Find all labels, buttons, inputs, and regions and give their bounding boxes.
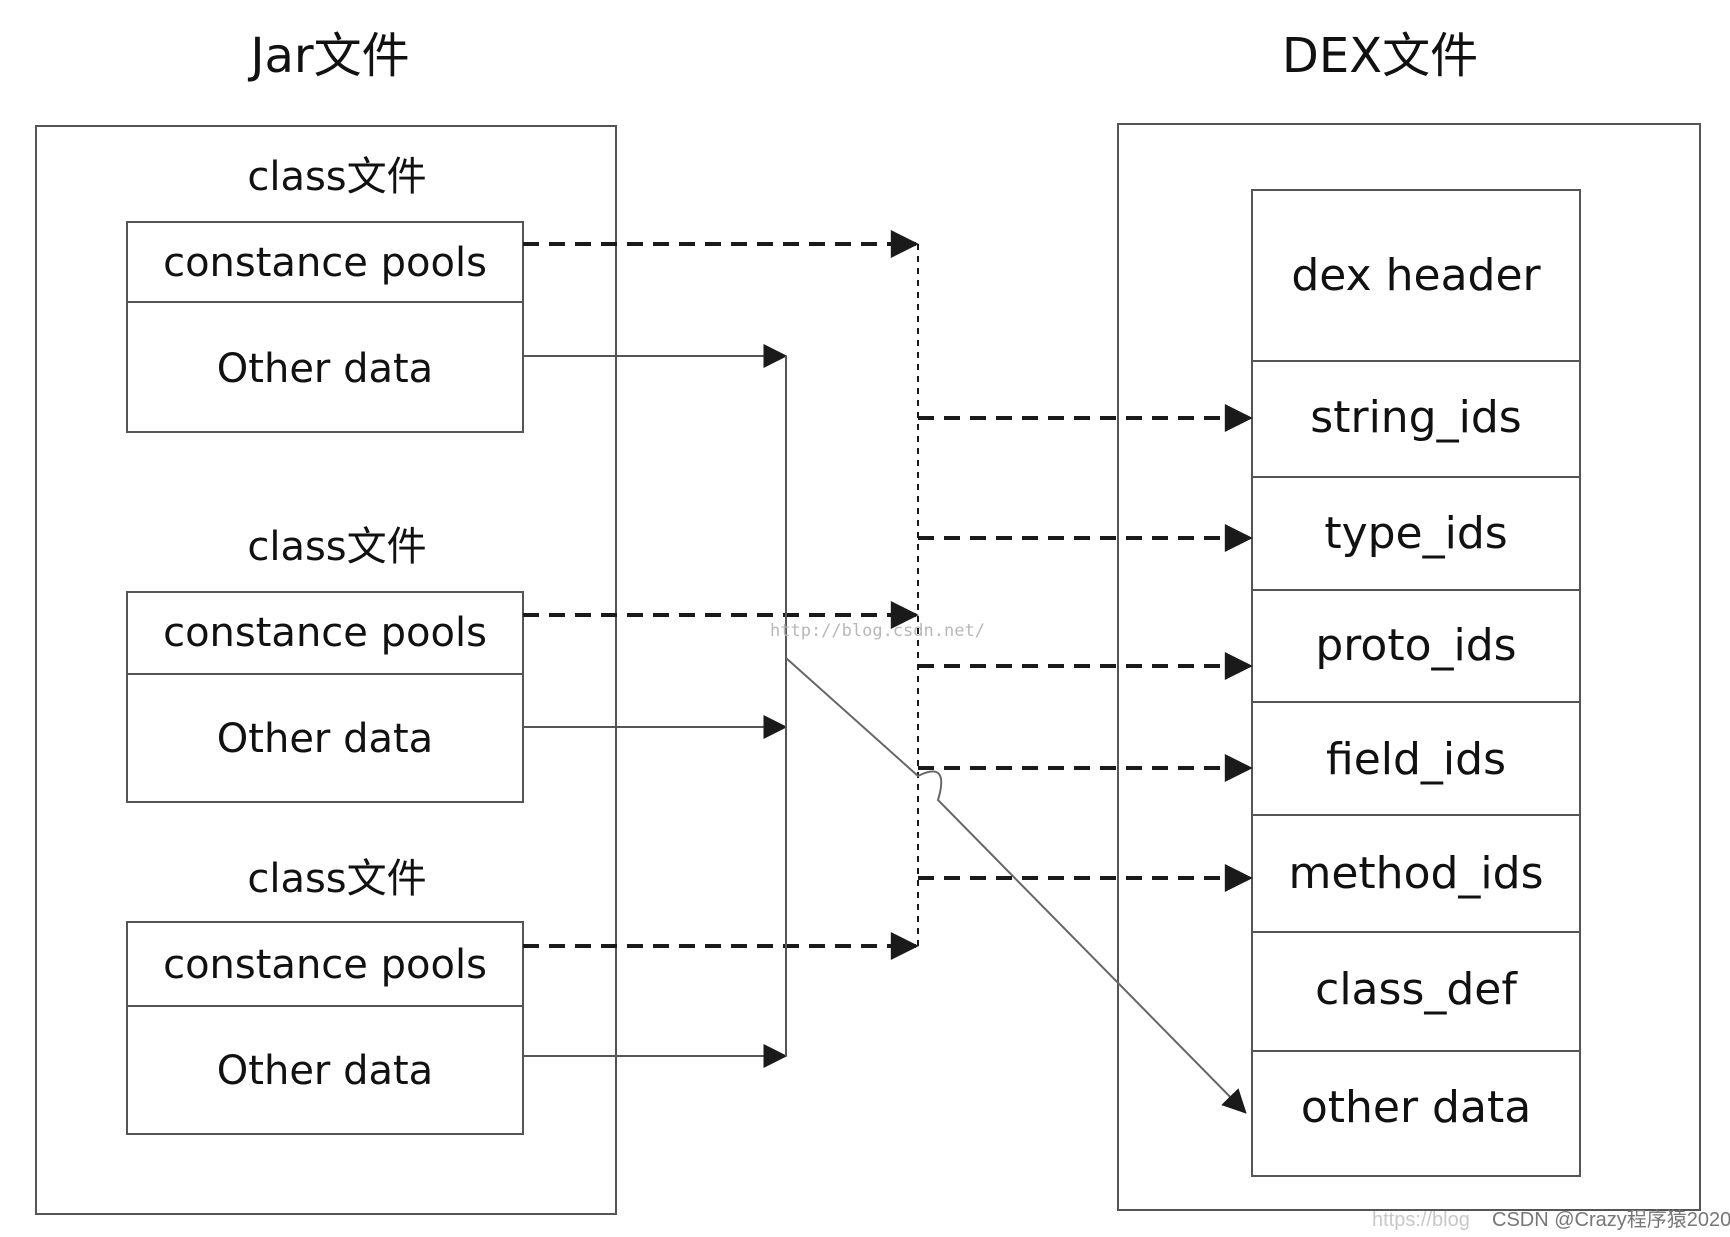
class-file-1-title: class文件 [247,154,426,200]
class-file-1-other-data: Other data [217,346,433,392]
class-file-1-box [126,221,524,433]
class-file-1: class文件 constance pools Other data [126,154,524,433]
dex-section-proto-ids: proto_ids [1315,620,1516,671]
class-file-2-constance-pools: constance pools [163,610,487,656]
dex-table-border [1251,189,1581,1177]
class-file-2-box [126,591,524,803]
footer-watermark-faint: https://blog [1372,1209,1470,1231]
footer-watermark: CSDN @Crazy程序猿2020 [1492,1208,1730,1231]
dex-section-method-ids: method_ids [1289,848,1544,899]
dex-section-field-ids: field_ids [1326,734,1506,785]
class-file-2: class文件 constance pools Other data [126,524,524,803]
dex-section-type-ids: type_ids [1324,508,1507,559]
class-file-2-title: class文件 [247,524,426,570]
dex-sections-table: dex header string_ids type_ids proto_ids… [1251,189,1581,1177]
dex-id-connectors [918,404,1253,892]
dex-section-class-def: class_def [1315,964,1518,1015]
jar-title: Jar文件 [247,28,409,84]
class-file-3-other-data: Other data [217,1048,433,1094]
class-file-2-other-data: Other data [217,716,433,762]
dex-title: DEX文件 [1282,28,1478,84]
dex-section-string-ids: string_ids [1310,392,1521,443]
dex-file-container [1117,123,1701,1211]
other-data-connectors [523,344,1247,1114]
dex-section-dex-header: dex header [1291,250,1541,301]
to-dex-other-data-arrow [785,657,1247,1114]
jar-file-container [35,125,617,1215]
class-file-3-title: class文件 [247,856,426,902]
class-file-3-constance-pools: constance pools [163,942,487,988]
class-file-1-constance-pools: constance pools [163,240,487,286]
class-file-3-box [126,921,524,1135]
class-file-3: class文件 constance pools Other data [126,856,524,1135]
center-watermark: http://blog.csdn.net/ [770,621,985,641]
constance-pool-connectors [523,230,919,960]
dex-section-other-data: other data [1301,1082,1531,1133]
